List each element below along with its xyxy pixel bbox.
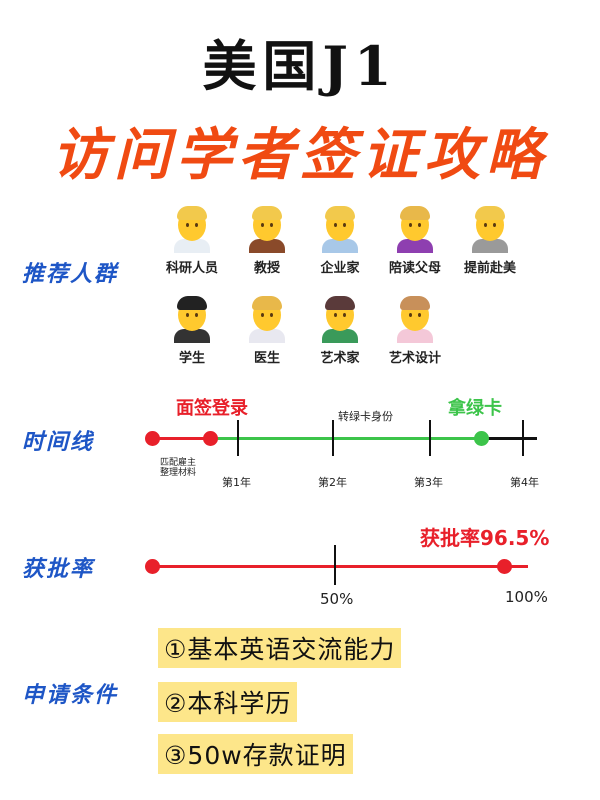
audience-label: 科研人员: [165, 261, 218, 276]
approval-bar: [152, 565, 528, 568]
timeline-dot-interview: [203, 431, 218, 446]
audience-item: 教授: [232, 205, 302, 276]
audience-label: 学生: [178, 351, 205, 366]
approval-tick-label-50: 50%: [320, 590, 354, 608]
audience-item: 陪读父母: [380, 205, 450, 276]
section-label-timeline: 时间线: [22, 430, 95, 455]
timeline-tick: [429, 420, 431, 456]
office-worker-icon: [316, 205, 364, 253]
timeline-year-label: 第2年: [318, 476, 347, 489]
page-subtitle: 访问学者签证攻略: [52, 122, 548, 188]
audience-label: 企业家: [320, 261, 360, 276]
timeline-tick: [522, 420, 524, 456]
section-label-requirements: 申请条件: [22, 683, 119, 708]
timeline-segment-wait: [210, 437, 481, 440]
audience-item: 艺术设计: [380, 295, 450, 366]
graduate-icon: [168, 295, 216, 343]
timeline-prep-note: 匹配雇主整理材料: [160, 458, 196, 478]
audience-label: 陪读父母: [388, 261, 441, 276]
requirement-item: ③50w存款证明: [158, 734, 353, 774]
prep-note-line: 匹配雇主: [160, 458, 197, 468]
timeline-tick: [332, 420, 334, 456]
prep-note-line: 整理材料: [160, 468, 197, 478]
audience-label: 医生: [253, 351, 280, 366]
timeline-segment-after: [481, 437, 537, 440]
timeline-milestone-status: 转绿卡身份: [338, 410, 393, 423]
approval-rate-label: 获批率96.5%: [420, 526, 550, 550]
timeline-year-label: 第3年: [414, 476, 443, 489]
audience-label: 艺术家: [320, 351, 360, 366]
scientist-icon: [168, 205, 216, 253]
timeline-dot-start: [145, 431, 160, 446]
section-label-audience: 推荐人群: [22, 262, 119, 287]
audience-item: 科研人员: [157, 205, 227, 276]
audience-item: 提前赴美: [455, 205, 525, 276]
person-icon: [466, 205, 514, 253]
approval-tick-50: [334, 545, 336, 585]
person-raising-hand-icon: [391, 205, 439, 253]
audience-label: 提前赴美: [463, 261, 516, 276]
woman-icon: [391, 295, 439, 343]
requirement-item: ①基本英语交流能力: [158, 628, 402, 668]
audience-item: 企业家: [305, 205, 375, 276]
audience-item: 医生: [232, 295, 302, 366]
timeline-year-label: 第1年: [222, 476, 251, 489]
requirement-item: ②本科学历: [158, 682, 298, 722]
timeline-segment-prep: [152, 437, 210, 440]
section-label-approval: 获批率: [22, 557, 95, 582]
approval-tick-label-100: 100%: [505, 588, 548, 606]
audience-item: 学生: [157, 295, 227, 366]
timeline-milestone-interview: 面签登录: [176, 398, 248, 419]
artist-icon: [316, 295, 364, 343]
audience-item: 艺术家: [305, 295, 375, 366]
timeline-dot-greencard: [474, 431, 489, 446]
approval-dot-start: [145, 559, 160, 574]
audience-label: 教授: [253, 261, 280, 276]
approval-dot-rate: [496, 559, 512, 574]
health-worker-icon: [243, 295, 291, 343]
timeline-tick: [237, 420, 239, 456]
timeline-milestone-greencard: 拿绿卡: [448, 398, 502, 419]
page-title: 美国J1: [202, 34, 398, 98]
audience-label: 艺术设计: [388, 351, 441, 366]
timeline-year-label: 第4年: [510, 476, 539, 489]
teacher-icon: [243, 205, 291, 253]
